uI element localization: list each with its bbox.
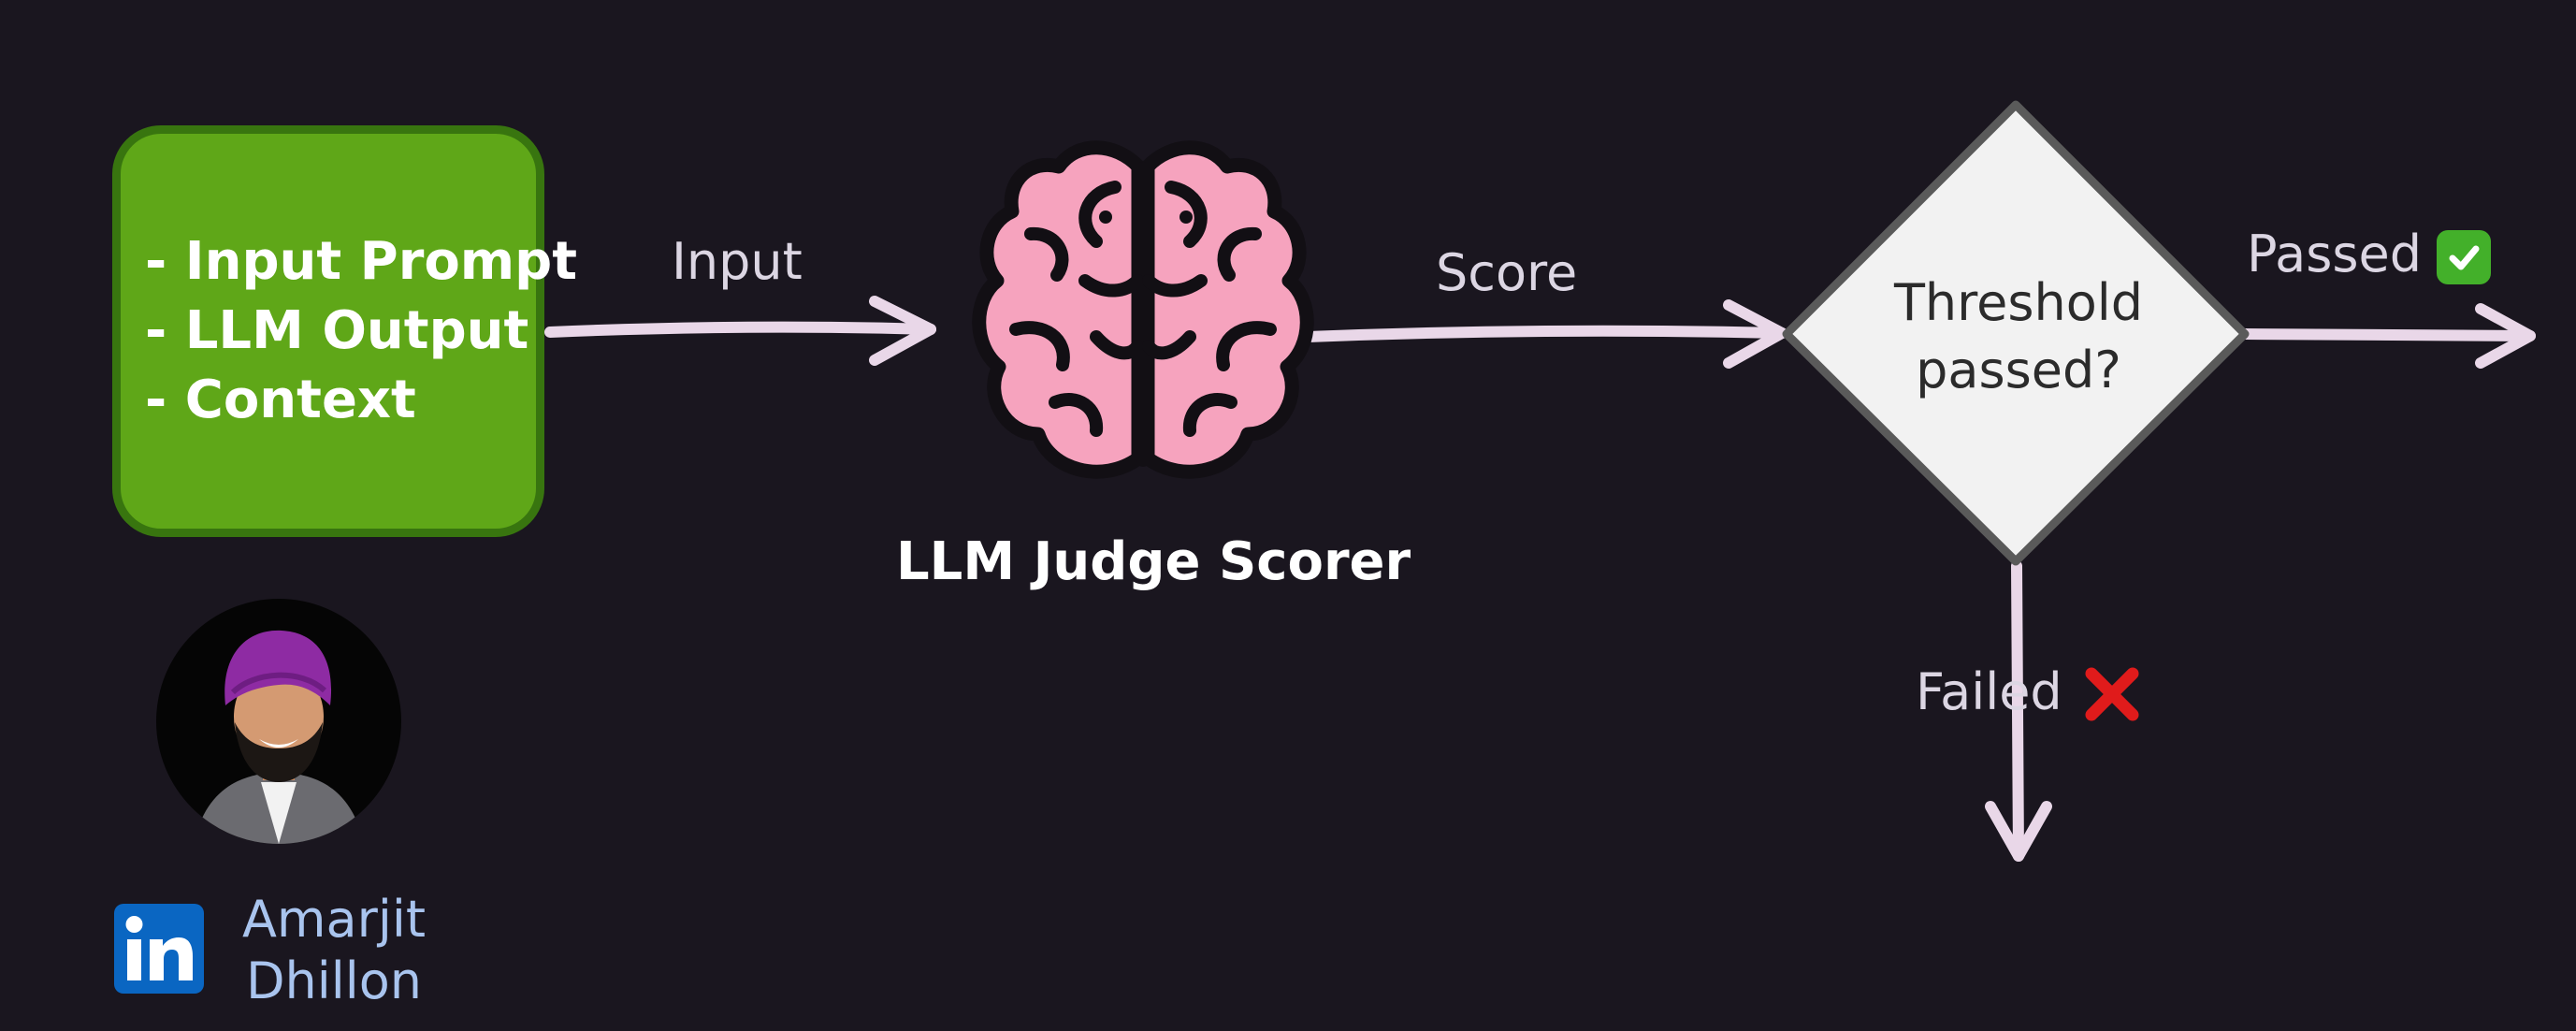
inputs-box: - Input Prompt - LLM Output - Context — [112, 125, 577, 537]
input-edge-label: Input — [672, 232, 803, 291]
decision-label-line: passed? — [1916, 341, 2121, 399]
author-name-line: Dhillon — [245, 951, 423, 1010]
decision-label: Threshold passed? — [1831, 269, 2206, 404]
decision-label-line: Threshold — [1893, 273, 2144, 332]
input-item: - Context — [145, 370, 416, 430]
arrow-decision-passed — [2239, 303, 2536, 369]
judge-label: LLM Judge Scorer — [896, 531, 1411, 592]
author-avatar — [156, 599, 401, 844]
author-name-line: Amarjit — [241, 890, 426, 949]
cross-mark-icon — [2085, 667, 2139, 721]
input-item: - LLM Output — [145, 300, 529, 361]
brain-icon — [972, 140, 1314, 479]
arrow-input-to-judge — [544, 296, 936, 366]
author-name[interactable]: Amarjit Dhillon — [208, 889, 460, 1012]
arrow-decision-failed — [1985, 560, 2052, 862]
failed-label: Failed — [1916, 662, 2062, 721]
check-mark-icon — [2437, 230, 2491, 284]
arrow-judge-to-decision — [1302, 299, 1787, 369]
linkedin-icon[interactable] — [114, 904, 204, 994]
score-edge-label: Score — [1436, 243, 1578, 302]
input-item: - Input Prompt — [145, 231, 577, 292]
passed-label: Passed — [2247, 225, 2422, 283]
